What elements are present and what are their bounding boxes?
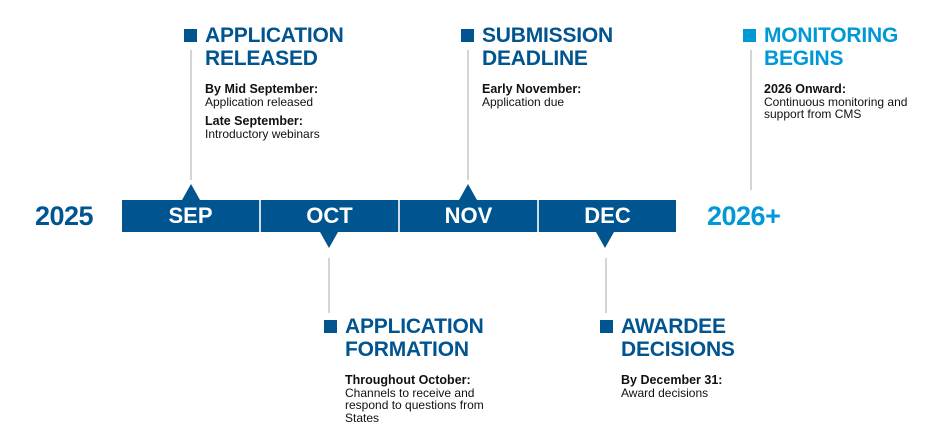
item-label: Late September: [205, 114, 303, 128]
milestone-description: By Mid September: Application released L… [205, 83, 394, 140]
item-label: Early November: [482, 82, 582, 96]
start-year-label: 2025 [35, 201, 94, 231]
month-sep: SEP [122, 200, 261, 232]
milestone-description: Throughout October: Channels to receive … [345, 374, 505, 424]
milestone-submission-deadline: SUBMISSION DEADLINE Early November: Appl… [461, 24, 671, 115]
item-label: By Mid September: [205, 82, 319, 96]
item-text: Introductory webinars [205, 126, 320, 141]
timeline-bar: SEP OCT NOV DEC [122, 200, 676, 232]
milestone-description: Early November: Application due [482, 83, 671, 108]
month-nov: NOV [400, 200, 539, 232]
end-year-label: 2026+ [707, 201, 781, 231]
oct-connector-line [328, 258, 330, 313]
monitoring-connector-line [750, 50, 752, 190]
nov-pointer-icon [459, 184, 477, 200]
square-bullet-icon [461, 29, 474, 42]
milestone-title: MONITORING BEGINS [764, 24, 899, 70]
square-bullet-icon [184, 29, 197, 42]
square-bullet-icon [324, 320, 337, 333]
square-bullet-icon [600, 320, 613, 333]
item-label: By December 31: [621, 373, 723, 387]
milestone-description: By December 31: Award decisions [621, 374, 810, 399]
item-text: Application due [482, 94, 565, 109]
square-bullet-icon [743, 29, 756, 42]
dec-connector-line [605, 258, 607, 313]
milestone-application-formation: APPLICATION FORMATION Throughout October… [324, 315, 534, 431]
item-label: Throughout October: [345, 373, 471, 387]
dec-pointer-icon [596, 232, 614, 248]
sep-connector-line [190, 50, 192, 180]
oct-pointer-icon [320, 232, 338, 248]
sep-pointer-icon [182, 184, 200, 200]
item-text: Continuous monitoring and support from C… [764, 94, 908, 121]
nov-connector-line [467, 50, 469, 180]
item-text: Award decisions [621, 385, 709, 400]
milestone-application-released: APPLICATION RELEASED By Mid September: A… [184, 24, 394, 147]
milestone-title: AWARDEE DECISIONS [621, 315, 735, 361]
milestone-title: APPLICATION RELEASED [205, 24, 344, 70]
item-label: 2026 Onward: [764, 82, 846, 96]
month-dec: DEC [584, 203, 631, 228]
milestone-title: SUBMISSION DEADLINE [482, 24, 614, 70]
item-text: Channels to receive and respond to quest… [345, 385, 484, 425]
milestone-description: 2026 Onward: Continuous monitoring and s… [764, 83, 934, 121]
milestone-title: APPLICATION FORMATION [345, 315, 484, 361]
milestone-awardee-decisions: AWARDEE DECISIONS By December 31: Award … [600, 315, 810, 406]
milestone-monitoring-begins: MONITORING BEGINS 2026 Onward: Continuou… [743, 24, 949, 128]
item-text: Application released [205, 94, 314, 109]
month-oct: OCT [261, 200, 400, 232]
